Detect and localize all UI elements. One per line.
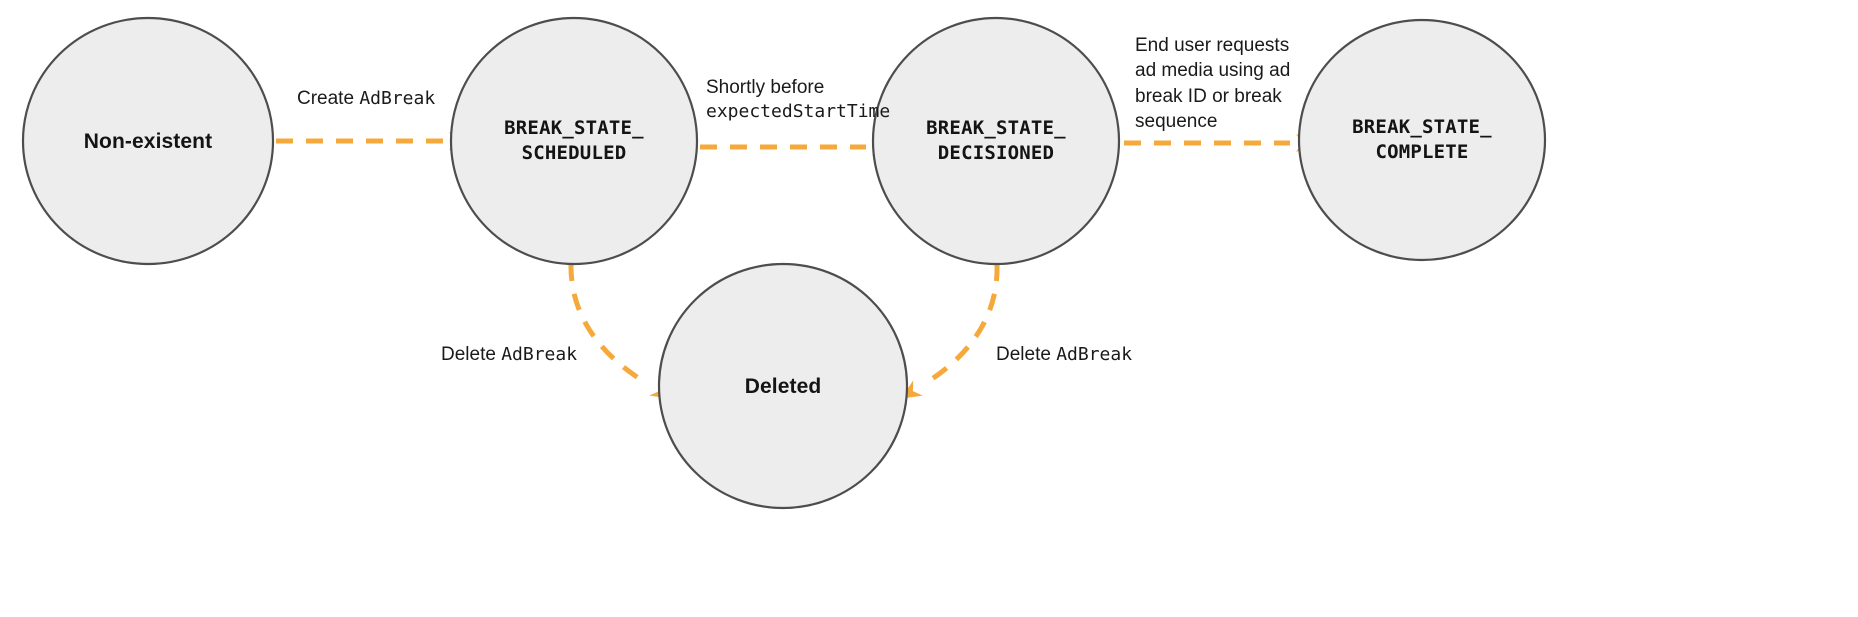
node-break-state-decisioned[interactable]: [871, 16, 1121, 266]
node-non-existent[interactable]: [21, 16, 275, 266]
node-deleted[interactable]: [657, 262, 909, 510]
edge-end-user-requests-ad-media: [1124, 134, 1316, 152]
node-break-state-complete[interactable]: [1297, 18, 1547, 262]
edge-create-adbreak: [276, 132, 469, 150]
node-break-state-scheduled[interactable]: [449, 16, 699, 266]
edge-shortly-before-expectedstarttime: [700, 138, 892, 156]
edge-delete-adbreak-from-decisioned: [901, 263, 1000, 399]
node-layer: [21, 16, 1547, 510]
